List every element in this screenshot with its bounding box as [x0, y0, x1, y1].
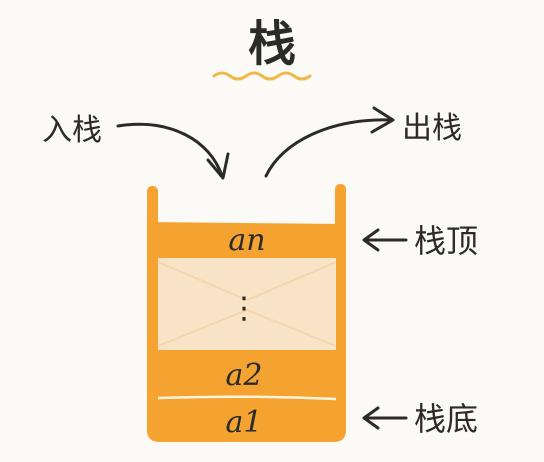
stack-divider — [157, 395, 337, 401]
pop-label: 出栈 — [402, 111, 462, 146]
stack-container — [147, 184, 346, 442]
element-a2: a2 — [226, 358, 263, 393]
pop-arrow-head-icon — [370, 106, 395, 134]
top-arrow-head-icon — [362, 228, 380, 252]
pop-arrow — [264, 118, 394, 178]
bottom-arrow-head-icon — [362, 406, 380, 430]
diagram-title: 栈 — [248, 16, 296, 72]
bottom-label: 栈底 — [414, 400, 478, 438]
title-underline — [212, 71, 312, 81]
stack-empty-crease-2 — [157, 308, 337, 347]
push-arrow-head-icon — [206, 152, 230, 180]
element-a1: a1 — [226, 405, 263, 440]
push-arrow — [116, 122, 224, 178]
element-ellipsis: ⋮ — [229, 291, 259, 326]
stack-empty-crease — [157, 261, 337, 302]
top-label: 栈顶 — [414, 222, 478, 260]
element-an: an — [228, 223, 265, 258]
push-label: 入栈 — [42, 113, 102, 148]
